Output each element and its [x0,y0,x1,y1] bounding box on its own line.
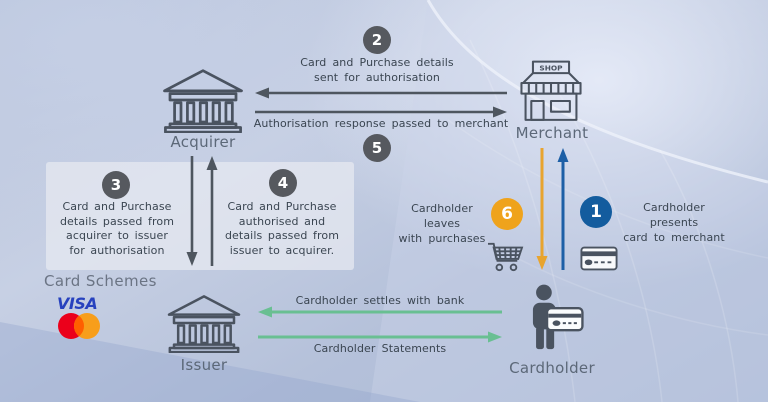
acquirer-bank-icon [163,69,243,133]
arrow-auth-response-to-merchant [255,106,507,118]
shop-sign-text: SHOP [539,64,563,73]
step-3-line1: Card and Purchase [62,200,172,213]
step-4-badge: 4 [269,169,297,197]
merchant-label: Merchant [515,124,589,142]
credit-card-icon [580,246,618,271]
step-3-badge: 3 [102,171,130,199]
step-2-badge: 2 [363,26,391,54]
step-4-line4: issuer to acquirer. [229,243,335,257]
step-1-text: Cardholder presents card to merchant [621,200,727,245]
step-5-badge: 5 [363,134,391,162]
step-1-line1: Cardholder presents [643,201,705,229]
issuer-bank-icon [167,295,241,353]
arrow-cardholder-to-merchant-blue [557,148,569,270]
step-6-text: Cardholder leaves with purchases [392,201,492,246]
step-4-line3: details passed from [224,229,340,242]
arrow-issuer-to-acquirer-up [206,156,218,266]
acquirer-label: Acquirer [170,133,236,151]
issuer-label: Issuer [180,356,228,374]
arrow-statements-to-cardholder [258,331,502,343]
cardholder-person-icon [532,284,584,350]
step-2-line2: sent for authorisation [314,71,440,84]
steps-3-4-panel [46,162,354,270]
step-2-text: Card and Purchase details sent for autho… [277,55,477,85]
visa-logo: VISA [57,294,98,313]
step-6-line1: Cardholder leaves [411,202,473,230]
step-6-line2: with purchases [398,232,486,245]
step-3-line4: for authorisation [69,243,165,257]
statements-label: Cardholder Statements [313,342,447,355]
arrow-settles-to-issuer [258,306,502,318]
arrow-acquirer-to-issuer-down [186,156,198,266]
step-4-text: Card and Purchase authorised and details… [206,200,358,258]
step-1-line2: card to merchant [623,231,725,244]
step-3-text: Card and Purchase details passed from ac… [41,200,193,258]
merchant-shop-icon: SHOP [520,60,582,121]
step-4-line1: Card and Purchase [227,200,337,213]
arrow-merchant-to-cardholder-orange [536,148,548,270]
mastercard-logo [58,313,100,339]
arrow-card-details-to-acquirer [255,87,507,99]
step-2-line1: Card and Purchase details [300,56,454,69]
step-4-line2: authorised and [238,214,326,228]
shopping-cart-icon [488,242,524,272]
step-1-badge: 1 [580,196,612,228]
auth-response-label: Authorisation response passed to merchan… [253,117,509,130]
settles-label: Cardholder settles with bank [295,294,465,307]
step-6-badge: 6 [491,198,523,230]
card-schemes-title: Card Schemes [44,272,157,290]
step-3-line3: acquirer to issuer [66,229,168,242]
step-3-line2: details passed from [59,214,175,228]
cardholder-label: Cardholder [509,359,595,377]
